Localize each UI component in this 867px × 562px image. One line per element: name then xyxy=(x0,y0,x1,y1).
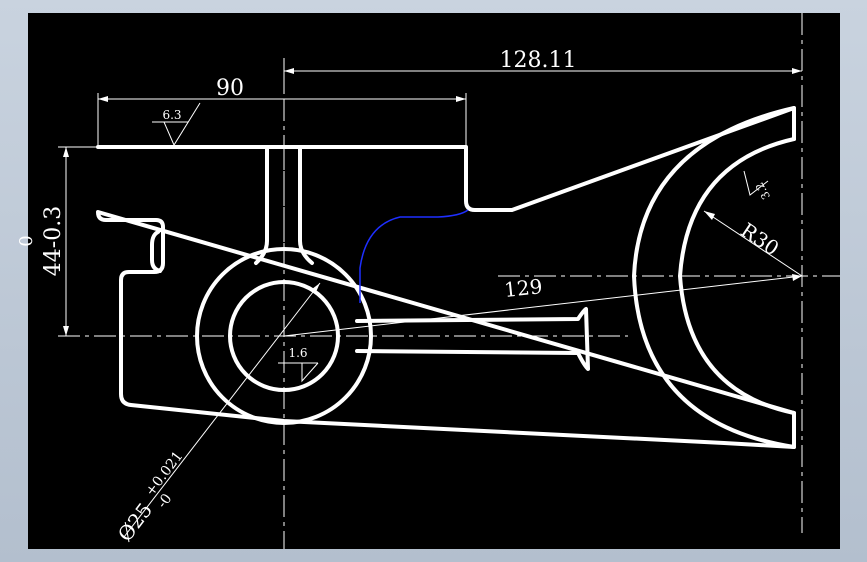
surface-finish-fork-value: 3.2 xyxy=(753,180,773,202)
horizontal-arm xyxy=(355,307,590,371)
fork-inner-arc xyxy=(678,137,796,415)
surface-finish-symbol-fork xyxy=(743,170,769,196)
drawing-viewport[interactable]: 90 128.11 44-0.3 0 129 R30 Ø25 +0.021 -0… xyxy=(16,13,840,549)
body-outline xyxy=(96,106,796,449)
dim-bore-diameter: Ø25 xyxy=(113,498,157,546)
surface-finish-bore-value: 1.6 xyxy=(288,346,307,360)
dim-height-upper-tol: 0 xyxy=(16,235,37,246)
dim-length-129: 129 xyxy=(503,274,543,302)
boss-outer-circle xyxy=(195,247,373,425)
arrowheads xyxy=(63,68,802,336)
highlight-fillet-curve xyxy=(359,209,469,303)
dim-height-44: 44-0.3 xyxy=(41,206,66,276)
left-notch xyxy=(150,230,162,273)
dim-offset-128-11: 128.11 xyxy=(500,48,577,73)
surface-finish-top-value: 6.3 xyxy=(162,108,181,122)
dimension-lines xyxy=(58,58,803,538)
surface-finish-symbols xyxy=(152,102,769,383)
dim-bore-tol-upper: +0.021 xyxy=(142,448,186,499)
part-outline xyxy=(96,106,796,449)
dim-fork-radius-r30: R30 xyxy=(736,218,783,261)
dim-width-90: 90 xyxy=(216,76,244,101)
bore-circle xyxy=(228,280,340,392)
cad-drawing[interactable]: 90 128.11 44-0.3 0 129 R30 Ø25 +0.021 -0… xyxy=(16,13,840,549)
fork-outer-arc xyxy=(632,106,796,449)
surface-finish-symbol-bore xyxy=(290,362,319,383)
